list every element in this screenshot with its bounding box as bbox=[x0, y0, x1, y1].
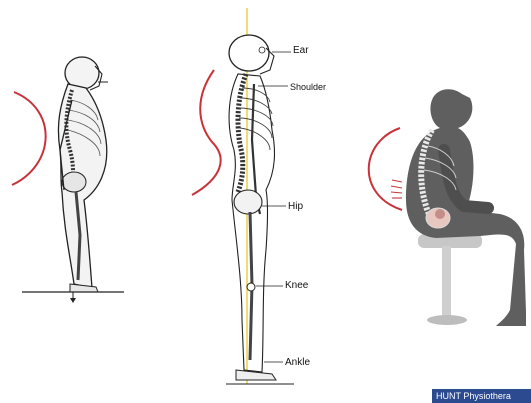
stool bbox=[418, 234, 482, 325]
hip-label: Hip bbox=[288, 201, 303, 213]
neutral-spine bbox=[238, 74, 246, 192]
watermark-banner: HUNT Physiothera bbox=[432, 389, 531, 403]
seated-motion-ticks bbox=[391, 180, 402, 198]
ear-label: Ear bbox=[293, 45, 309, 57]
neutral-pelvis bbox=[234, 190, 262, 214]
neutral-ribs bbox=[239, 88, 273, 150]
slouched-standing-figure bbox=[12, 57, 124, 303]
slouched-foot bbox=[70, 284, 98, 292]
ankle-label: Ankle bbox=[285, 357, 310, 369]
slouched-red-curve bbox=[12, 92, 46, 185]
knee-label: Knee bbox=[285, 280, 308, 292]
shoulder-label: Shoulder bbox=[290, 81, 326, 93]
seated-figure bbox=[369, 89, 526, 326]
neutral-red-curve bbox=[192, 70, 221, 195]
neutral-standing-skeleton bbox=[192, 8, 294, 384]
